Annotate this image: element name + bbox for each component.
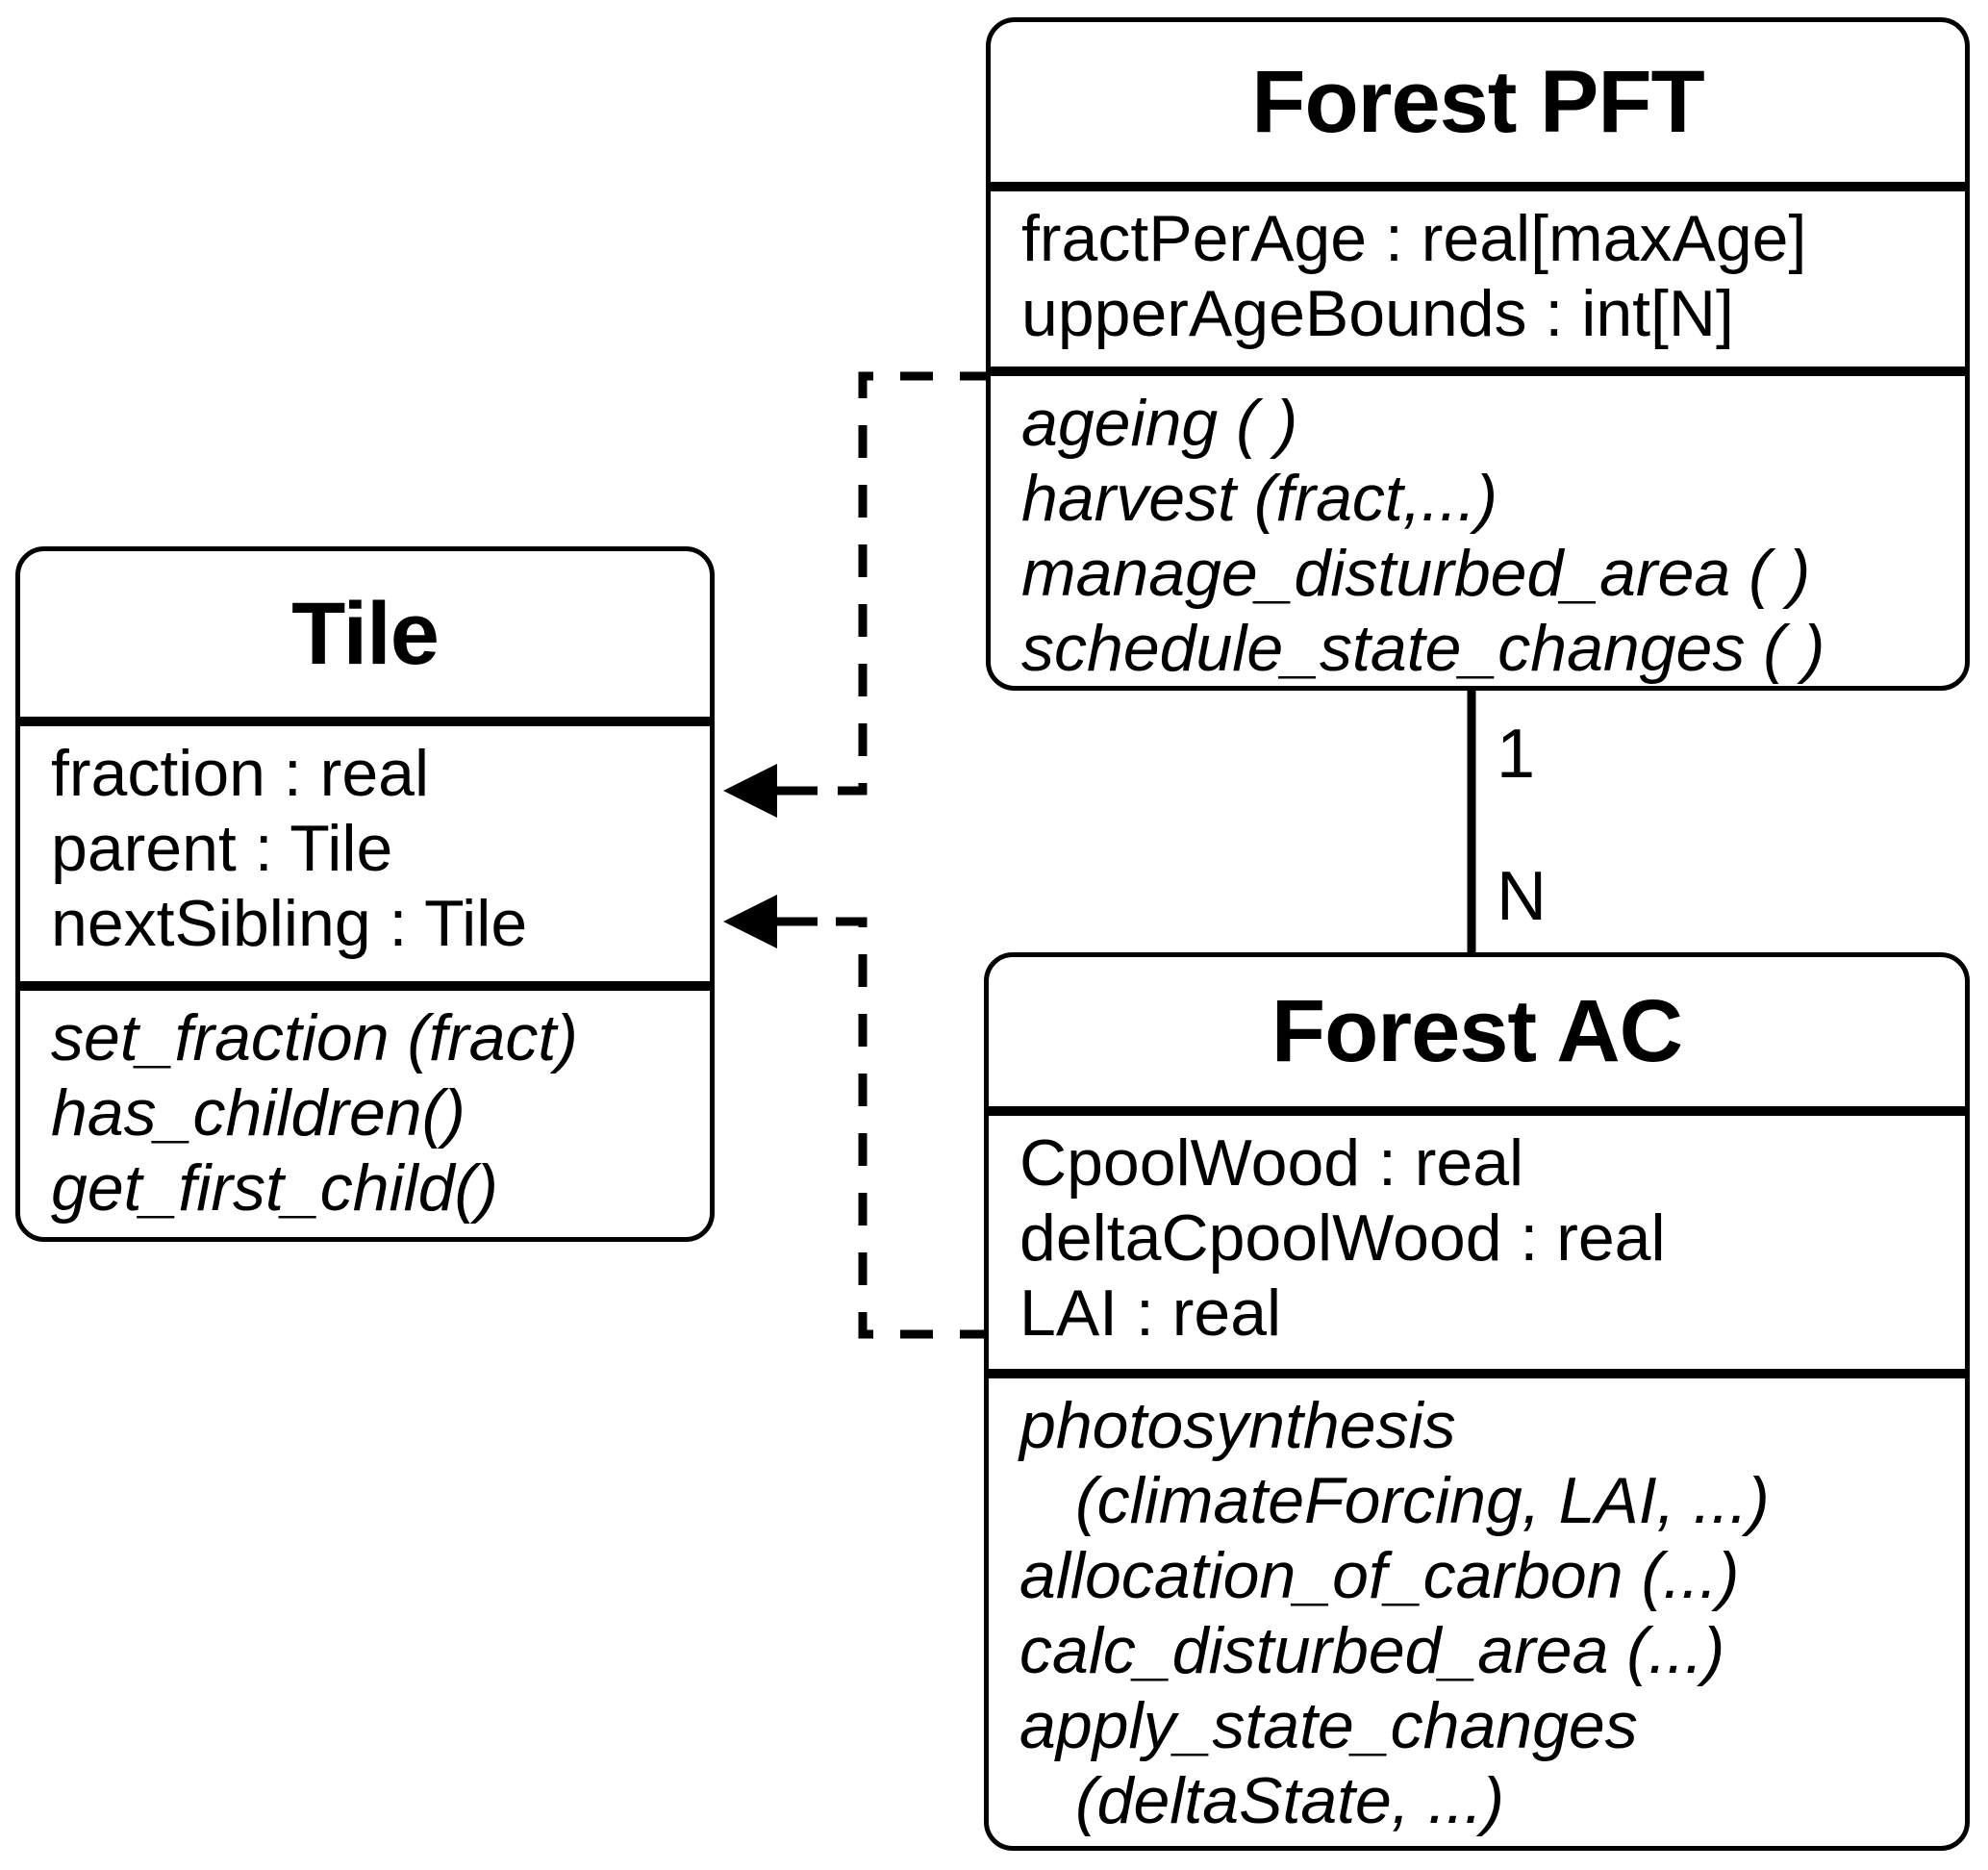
multiplicity-label-bottom: N (1497, 858, 1547, 935)
tile-method: get_first_child() (51, 1151, 498, 1225)
tile-method: set_fraction (fract) (51, 1001, 578, 1074)
forest-ac-attribute: deltaCpoolWood : real (1019, 1201, 1666, 1275)
forest-pft-method: schedule_state_changes ( ) (1021, 612, 1825, 685)
forest-ac-method-continuation: (deltaState, ...) (1075, 1764, 1504, 1837)
class-box-forest-pft: Forest PFT fractPerAge : real[maxAge] up… (986, 17, 1970, 691)
forest-ac-attribute: LAI : real (1019, 1276, 1282, 1350)
class-title-forest-pft: Forest PFT (1251, 52, 1704, 151)
class-box-forest-ac: Forest AC CpoolWood : real deltaCpoolWoo… (984, 952, 1970, 1851)
tile-method: has_children() (51, 1076, 466, 1150)
forest-ac-attributes-section: CpoolWood : real deltaCpoolWood : real L… (989, 1106, 1965, 1369)
class-title-tile: Tile (291, 584, 440, 683)
forest-pft-attribute: upperAgeBounds : int[N] (1021, 277, 1734, 351)
forest-pft-attribute: fractPerAge : real[maxAge] (1021, 202, 1807, 276)
multiplicity-label-top: 1 (1497, 716, 1536, 793)
forest-ac-methods-section: photosynthesis (climateForcing, LAI, ...… (989, 1369, 1965, 1846)
tile-attributes-section: fraction : real parent : Tile nextSiblin… (20, 717, 710, 981)
forest-pft-method: ageing ( ) (1021, 387, 1298, 460)
forest-pft-method: manage_disturbed_area ( ) (1021, 537, 1811, 610)
dependency-arrowhead-icon-forestac-to-tile (723, 895, 777, 948)
dependency-dashed-path-forestpft-to-tile (814, 371, 993, 796)
dependency-arrowhead-icon-forestpft-to-tile (723, 764, 777, 818)
dependency-dashed-path-forestac-to-tile (814, 917, 993, 1339)
tile-methods-section: set_fraction (fract) has_children() get_… (20, 981, 710, 1237)
forest-ac-method: allocation_of_carbon (...) (1019, 1539, 1740, 1612)
forest-ac-method: photosynthesis (1019, 1389, 1456, 1462)
forest-pft-method: harvest (fract,...) (1021, 462, 1497, 535)
forest-pft-attributes-section: fractPerAge : real[maxAge] upperAgeBound… (991, 182, 1965, 366)
class-title-forest-ac: Forest AC (1271, 982, 1683, 1080)
forest-pft-methods-section: ageing ( ) harvest (fract,...) manage_di… (991, 366, 1965, 686)
tile-attribute: fraction : real (51, 737, 430, 810)
forest-ac-method-continuation: (climateForcing, LAI, ...) (1075, 1464, 1770, 1537)
tile-attribute: parent : Tile (51, 812, 393, 885)
class-box-tile: Tile fraction : real parent : Tile nextS… (15, 546, 715, 1242)
forest-ac-method: apply_state_changes (1019, 1689, 1638, 1762)
forest-ac-attribute: CpoolWood : real (1019, 1126, 1524, 1200)
tile-attribute: nextSibling : Tile (51, 887, 528, 960)
forest-ac-method: calc_disturbed_area (...) (1019, 1614, 1725, 1687)
